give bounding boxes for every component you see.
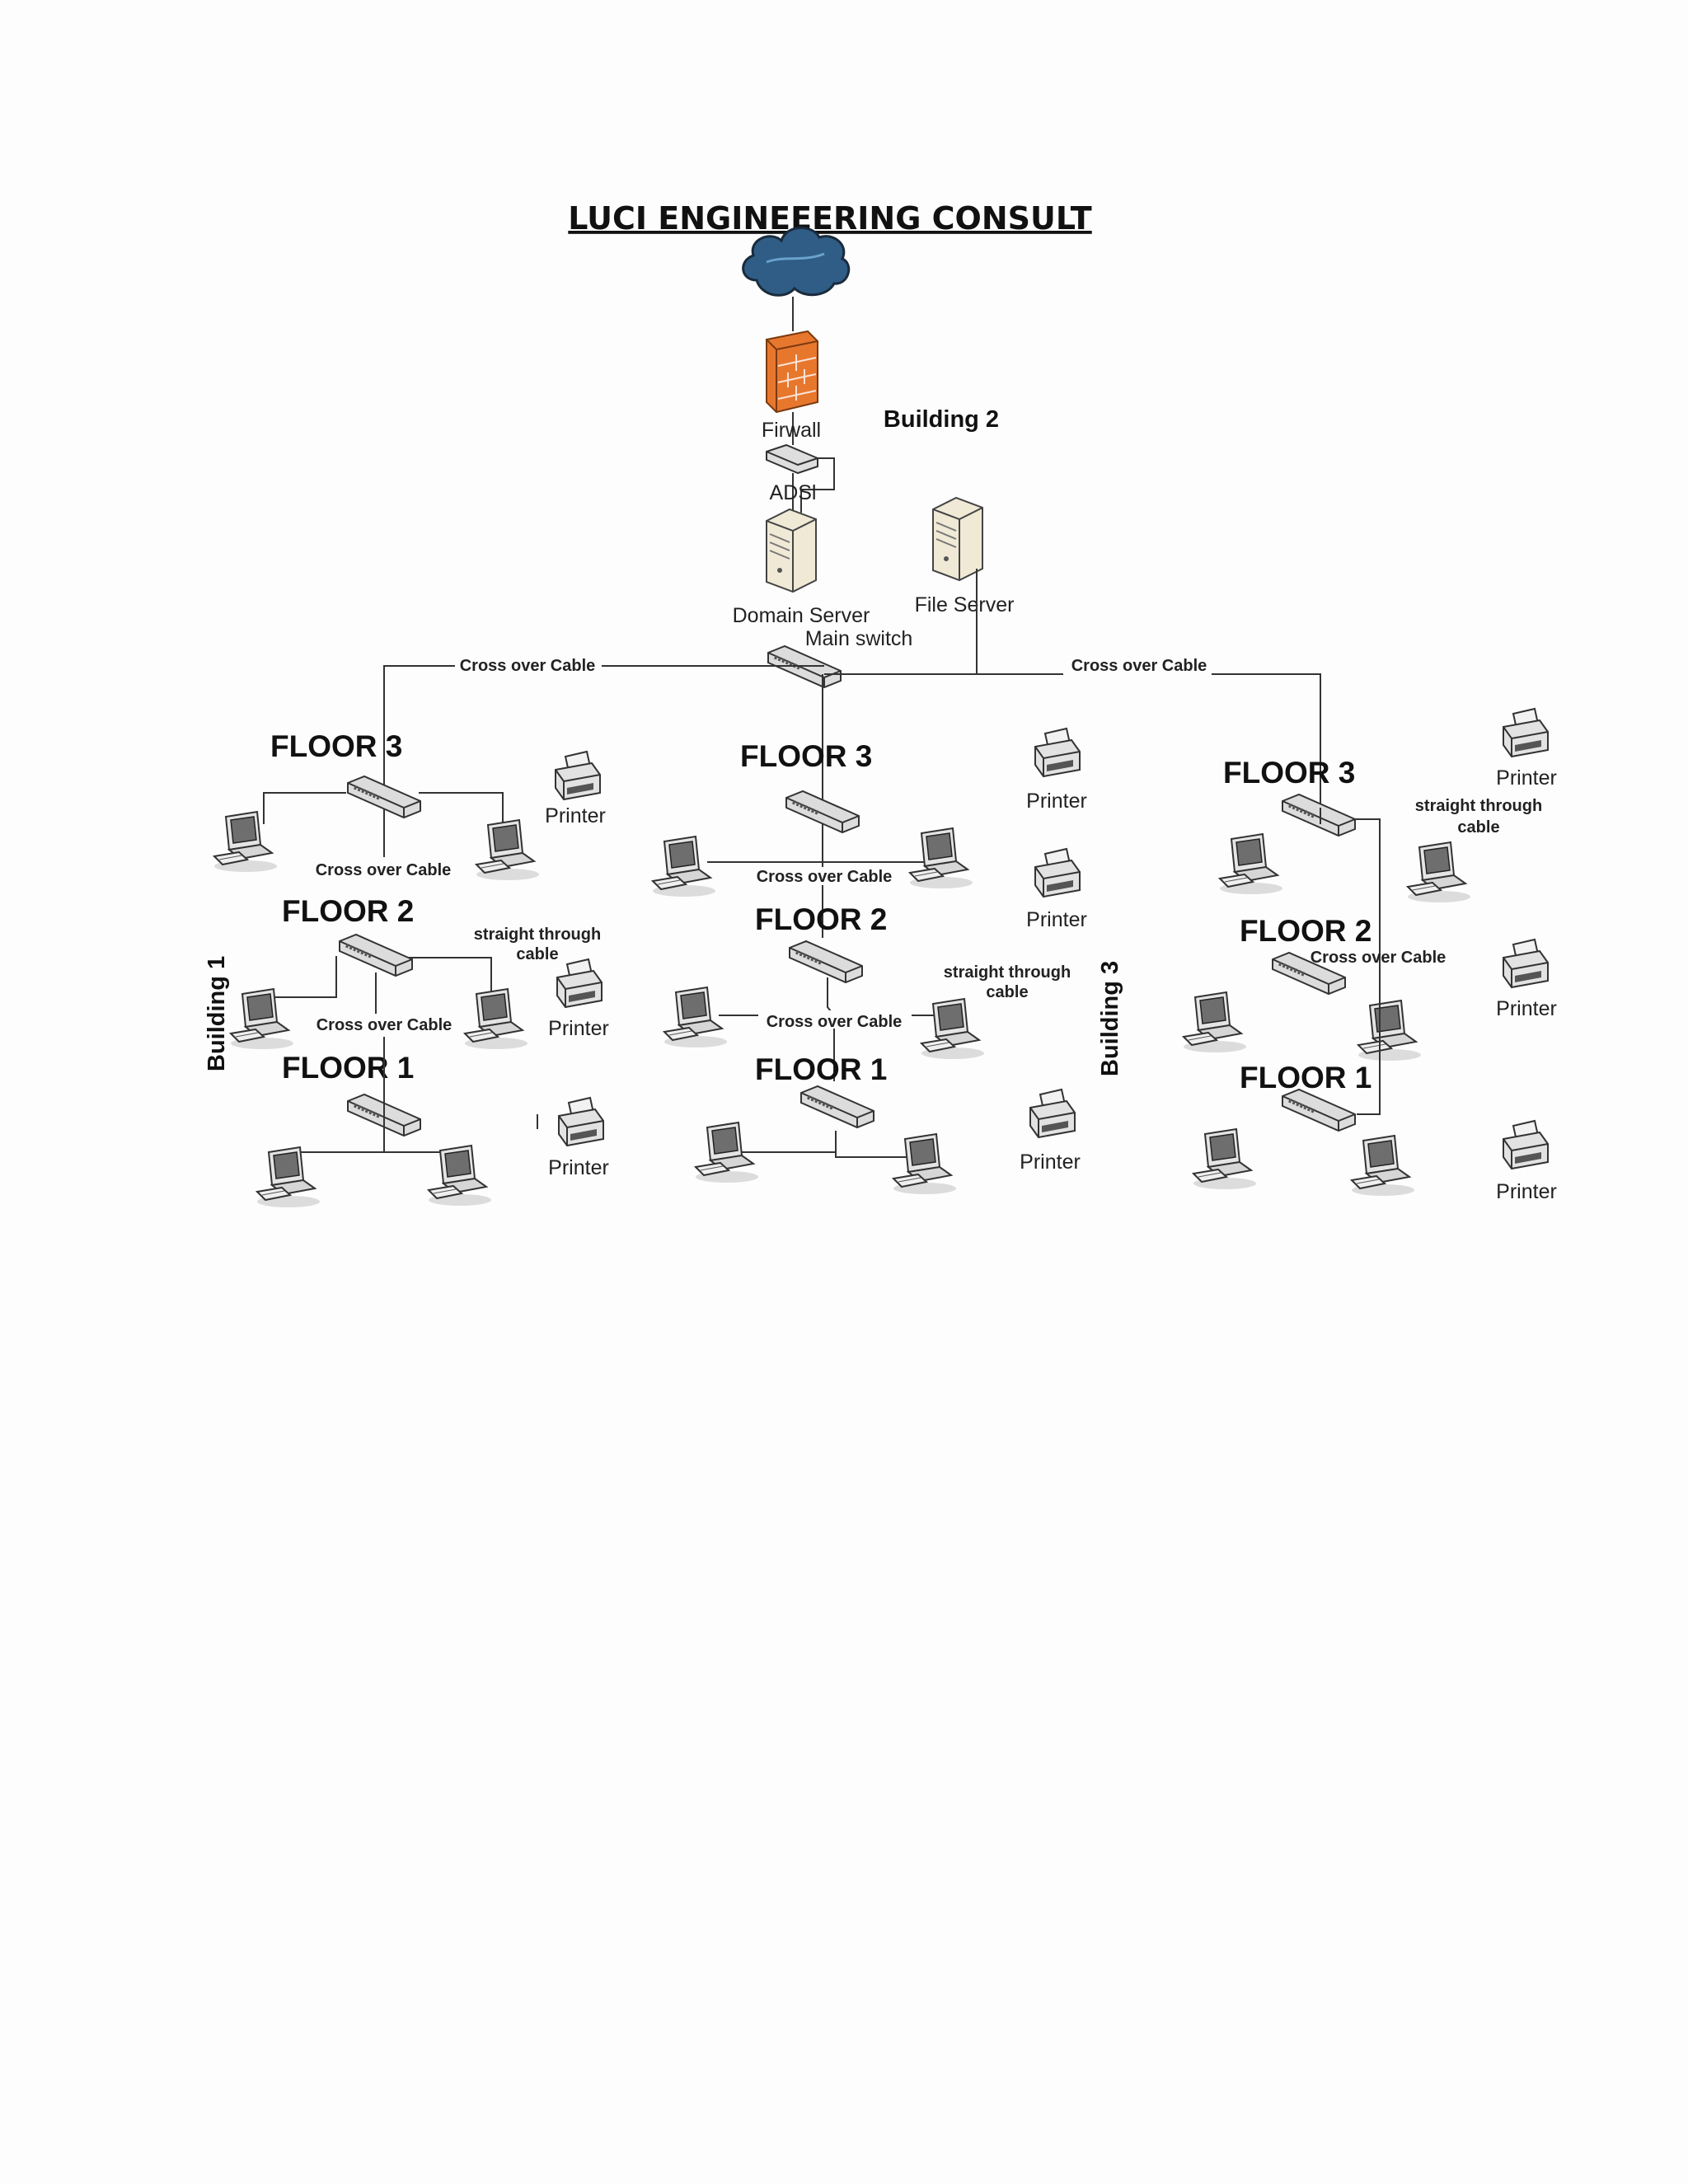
computer-icon <box>464 988 528 1050</box>
cross-over-cable-label: Cross over Cable <box>316 861 452 879</box>
printer-label: Printer <box>1026 790 1087 813</box>
computer-icon <box>893 1133 957 1195</box>
server-icon <box>766 509 817 593</box>
straight-cable-label: straight through <box>944 963 1071 982</box>
straight-cable-label: straight through <box>474 926 601 944</box>
switch-icon <box>801 1086 874 1127</box>
switch-icon <box>1282 1090 1355 1131</box>
computer-icon <box>1351 1135 1415 1197</box>
computer-icon <box>1183 991 1247 1053</box>
building-3-label: Building 3 <box>1097 961 1123 1076</box>
printer-label: Printer <box>1496 1180 1557 1203</box>
cross-over-cable-label: Cross over Cable <box>316 1016 452 1034</box>
printer-icon <box>1503 1120 1549 1169</box>
file-server-label: File Server <box>915 593 1015 616</box>
floor-1-label: FLOOR 1 <box>282 1051 414 1085</box>
floor-1-label: FLOOR 1 <box>1240 1061 1372 1094</box>
printer-label: Printer <box>1020 1151 1081 1174</box>
firewall-label: Firwall <box>762 419 821 442</box>
printer-icon <box>1034 848 1081 898</box>
switch-icon <box>1282 794 1355 836</box>
printer-icon <box>558 1097 604 1146</box>
switch-icon <box>790 941 862 982</box>
floor-3-label: FLOOR 3 <box>270 729 402 763</box>
straight-cable-label: cable <box>986 983 1028 1001</box>
computer-icon <box>256 1146 321 1208</box>
printer-label: Printer <box>1496 766 1557 790</box>
cloud-icon <box>742 227 851 297</box>
printer-icon <box>556 958 603 1008</box>
computer-icon <box>1193 1128 1257 1190</box>
switch-icon <box>340 935 412 976</box>
cross-over-cable-label: Cross over Cable <box>1071 657 1207 675</box>
adsl-label: ADSl <box>770 481 817 504</box>
computer-icon <box>213 811 278 873</box>
router-icon <box>766 443 818 475</box>
computer-icon <box>1407 841 1471 903</box>
straight-cable-label: straight through <box>1415 797 1542 815</box>
printer-label: Printer <box>1496 997 1557 1020</box>
printer-icon <box>1503 708 1549 757</box>
floor-3-label: FLOOR 3 <box>1223 756 1355 790</box>
main-switch-label: Main switch <box>805 627 913 650</box>
printer-icon <box>1029 1089 1076 1138</box>
printer-label: Printer <box>545 804 606 827</box>
cross-over-cable-label: Cross over Cable <box>767 1013 903 1031</box>
computer-icon <box>663 987 728 1048</box>
computer-icon <box>921 998 985 1060</box>
computer-icon <box>476 819 540 881</box>
floor-2-label: FLOOR 2 <box>282 894 414 928</box>
page-title: LUCI ENGINEEERING CONSULT <box>568 200 1092 237</box>
building-1-label: Building 1 <box>204 956 230 1071</box>
floor-2-label: FLOOR 2 <box>1240 914 1372 948</box>
printer-label: Printer <box>548 1017 609 1040</box>
computer-icon <box>1357 1000 1422 1062</box>
printer-icon <box>555 751 601 800</box>
straight-cable-label: cable <box>516 945 558 963</box>
building-2-label: Building 2 <box>884 406 999 433</box>
computer-icon <box>428 1145 492 1207</box>
server-icon <box>932 497 983 581</box>
floor-2-label: FLOOR 2 <box>755 902 887 936</box>
computer-icon <box>909 827 973 889</box>
printer-label: Printer <box>1026 908 1087 931</box>
cross-over-cable-label: Cross over Cable <box>757 868 893 886</box>
computer-icon <box>1219 833 1283 895</box>
cross-over-cable-label: Cross over Cable <box>1311 949 1447 967</box>
printer-label: Printer <box>548 1156 609 1179</box>
cross-over-cable-label: Cross over Cable <box>460 657 596 675</box>
domain-server-label: Domain Server <box>733 604 870 627</box>
floor-1-label: FLOOR 1 <box>755 1052 887 1086</box>
floor-3-label: FLOOR 3 <box>740 739 872 773</box>
printer-icon <box>1034 728 1081 777</box>
computer-icon <box>652 836 716 898</box>
printer-icon <box>1503 939 1549 988</box>
straight-cable-label: cable <box>1457 818 1499 837</box>
firewall-icon <box>766 330 818 414</box>
